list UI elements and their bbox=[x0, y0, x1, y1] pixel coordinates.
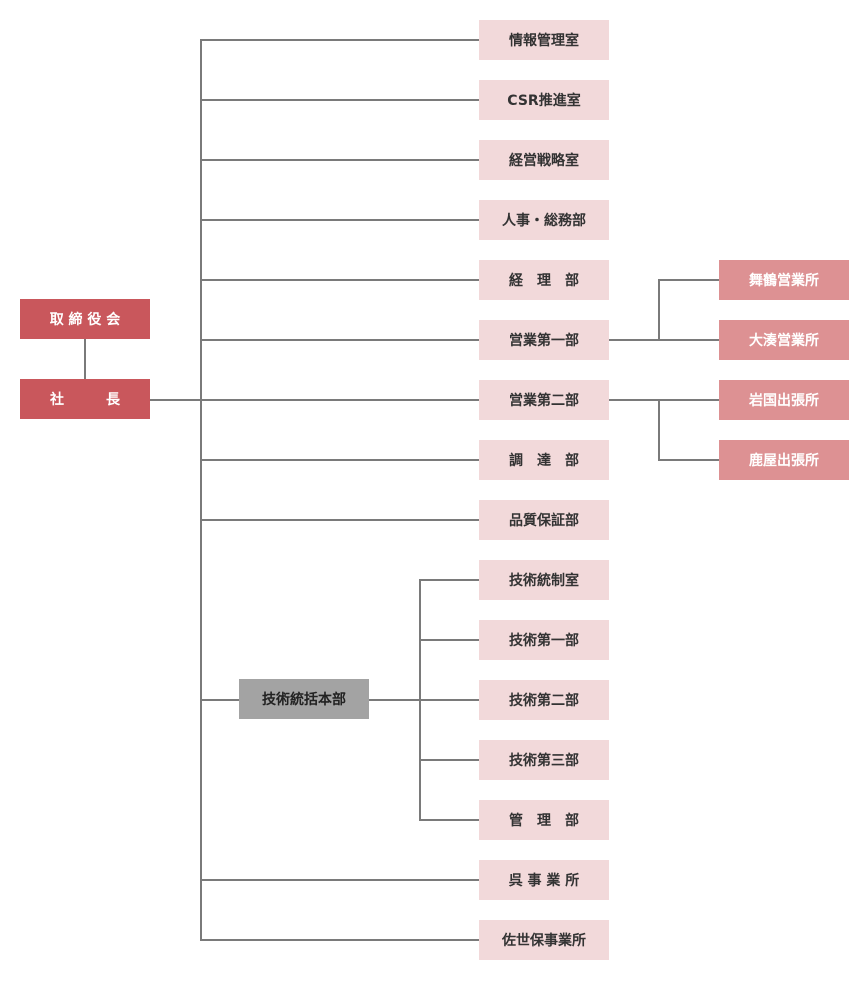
dept-hr-general-affairs: 人事・総務部 bbox=[479, 200, 609, 240]
branch-maizuru: 舞鶴営業所 bbox=[719, 260, 849, 300]
sales2-trunk bbox=[658, 399, 660, 461]
branch-connector bbox=[200, 339, 480, 341]
dept-sales-2: 営業第二部 bbox=[479, 380, 609, 420]
branch-connector bbox=[200, 939, 480, 941]
dept-sales-1: 営業第一部 bbox=[479, 320, 609, 360]
dept-csr: CSR推進室 bbox=[479, 80, 609, 120]
dept-procurement: 調 達 部 bbox=[479, 440, 609, 480]
tech-branch-connector bbox=[419, 579, 480, 581]
tech-unit-1: 技術第一部 bbox=[479, 620, 609, 660]
dept-info-management: 情報管理室 bbox=[479, 20, 609, 60]
president-box: 社 長 bbox=[20, 379, 150, 419]
branch-iwakuni: 岩国出張所 bbox=[719, 380, 849, 420]
sales1-branch-connector bbox=[658, 339, 719, 341]
branch-connector bbox=[200, 459, 480, 461]
branch-connector bbox=[200, 699, 240, 701]
tech-unit-2: 技術第二部 bbox=[479, 680, 609, 720]
branch-connector bbox=[200, 399, 480, 401]
tech-branch-connector bbox=[419, 699, 480, 701]
tech-unit-management: 管 理 部 bbox=[479, 800, 609, 840]
branch-connector bbox=[200, 39, 480, 41]
branch-connector bbox=[200, 879, 480, 881]
tech-headquarters-box: 技術統括本部 bbox=[239, 679, 369, 719]
office-kure: 呉 事 業 所 bbox=[479, 860, 609, 900]
branch-connector bbox=[200, 279, 480, 281]
sales2-branch-connector bbox=[658, 459, 719, 461]
branch-connector bbox=[200, 519, 480, 521]
tech-unit-3: 技術第三部 bbox=[479, 740, 609, 780]
branch-connector bbox=[200, 99, 480, 101]
sales2-out-connector bbox=[609, 399, 719, 401]
board-president-connector bbox=[84, 339, 86, 380]
president-trunk-connector bbox=[149, 399, 201, 401]
branch-connector bbox=[200, 219, 480, 221]
dept-quality-assurance: 品質保証部 bbox=[479, 500, 609, 540]
sales1-out-connector bbox=[609, 339, 660, 341]
sales1-branch-connector bbox=[658, 279, 719, 281]
branch-kanoya: 鹿屋出張所 bbox=[719, 440, 849, 480]
dept-strategy: 経営戦略室 bbox=[479, 140, 609, 180]
tech-hq-out-connector bbox=[369, 699, 420, 701]
tech-branch-connector bbox=[419, 819, 480, 821]
tech-branch-connector bbox=[419, 759, 480, 761]
tech-branch-connector bbox=[419, 639, 480, 641]
main-trunk bbox=[200, 39, 202, 940]
dept-accounting: 経 理 部 bbox=[479, 260, 609, 300]
branch-ominato: 大湊営業所 bbox=[719, 320, 849, 360]
office-sasebo: 佐世保事業所 bbox=[479, 920, 609, 960]
sales1-trunk bbox=[658, 279, 660, 341]
board-of-directors-box: 取 締 役 会 bbox=[20, 299, 150, 339]
branch-connector bbox=[200, 159, 480, 161]
tech-unit-control: 技術統制室 bbox=[479, 560, 609, 600]
